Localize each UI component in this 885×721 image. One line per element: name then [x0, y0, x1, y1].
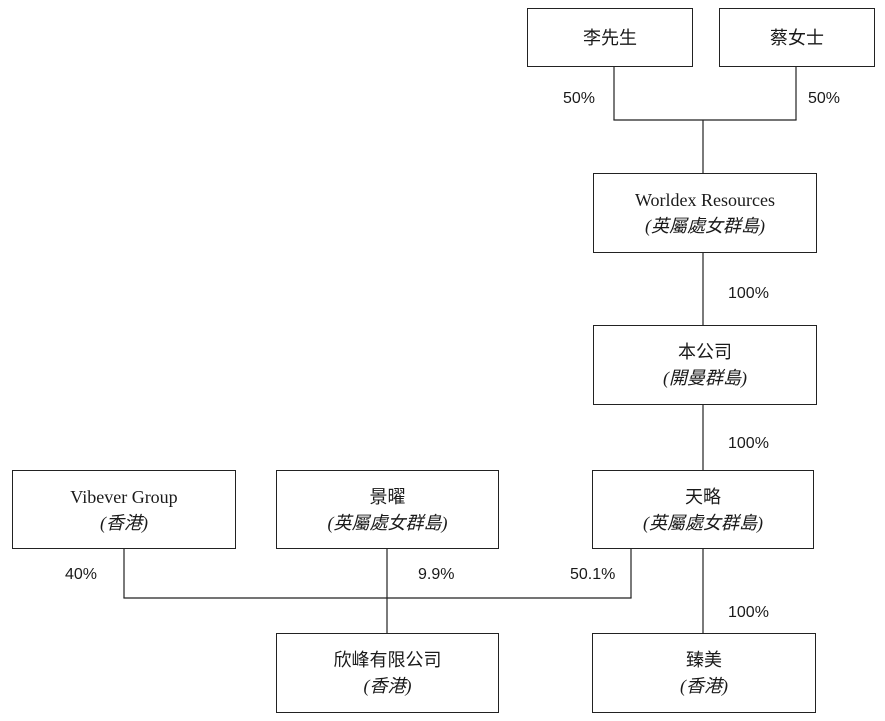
- entity-jurisdiction: (香港): [100, 512, 148, 533]
- entity-company: 本公司 (開曼群島): [593, 325, 817, 405]
- entity-name: 蔡女士: [770, 27, 824, 48]
- ownership-vibever-xinfeng: 40%: [65, 566, 98, 583]
- ownership-li-worldex: 50%: [563, 90, 596, 107]
- entity-jurisdiction: (香港): [363, 676, 412, 696]
- entity-name: Worldex Resources: [634, 190, 775, 210]
- entity-jurisdiction: (香港): [680, 676, 728, 696]
- ownership-cai-worldex: 50%: [808, 90, 841, 107]
- entity-name: 天略: [685, 486, 721, 507]
- entity-jurisdiction: (英屬處女群島): [643, 512, 763, 533]
- ownership-tianlue-xinfeng: 50.1%: [570, 566, 616, 583]
- entity-name: 李先生: [583, 27, 637, 48]
- entity-jingyao: 景曜 (英屬處女群島): [276, 470, 499, 549]
- ownership-tianlue-zhenmei: 100%: [728, 604, 769, 621]
- entity-ms-cai: 蔡女士: [719, 8, 875, 67]
- entity-tianlue: 天略 (英屬處女群島): [592, 470, 814, 549]
- entity-jurisdiction: (開曼群島): [663, 368, 747, 388]
- entity-mr-li: 李先生: [527, 8, 693, 67]
- ownership-company-tianlue: 100%: [728, 435, 769, 452]
- entity-zhenmei: 臻美 (香港): [592, 633, 816, 713]
- entity-name: Vibever Group: [70, 486, 178, 507]
- entity-jurisdiction: (英屬處女群島): [327, 512, 448, 533]
- entity-worldex-resources: Worldex Resources (英屬處女群島): [593, 173, 817, 253]
- entity-name: 本公司: [678, 342, 732, 362]
- entity-name: 欣峰有限公司: [333, 650, 442, 670]
- ownership-worldex-company: 100%: [728, 285, 769, 302]
- entity-xinfeng: 欣峰有限公司 (香港): [276, 633, 499, 713]
- entity-vibever-group: Vibever Group (香港): [12, 470, 236, 549]
- entity-name: 臻美: [686, 650, 722, 670]
- entity-jurisdiction: (英屬處女群島): [645, 216, 765, 236]
- ownership-jingyao-xinfeng: 9.9%: [418, 566, 455, 583]
- entity-name: 景曜: [369, 486, 406, 507]
